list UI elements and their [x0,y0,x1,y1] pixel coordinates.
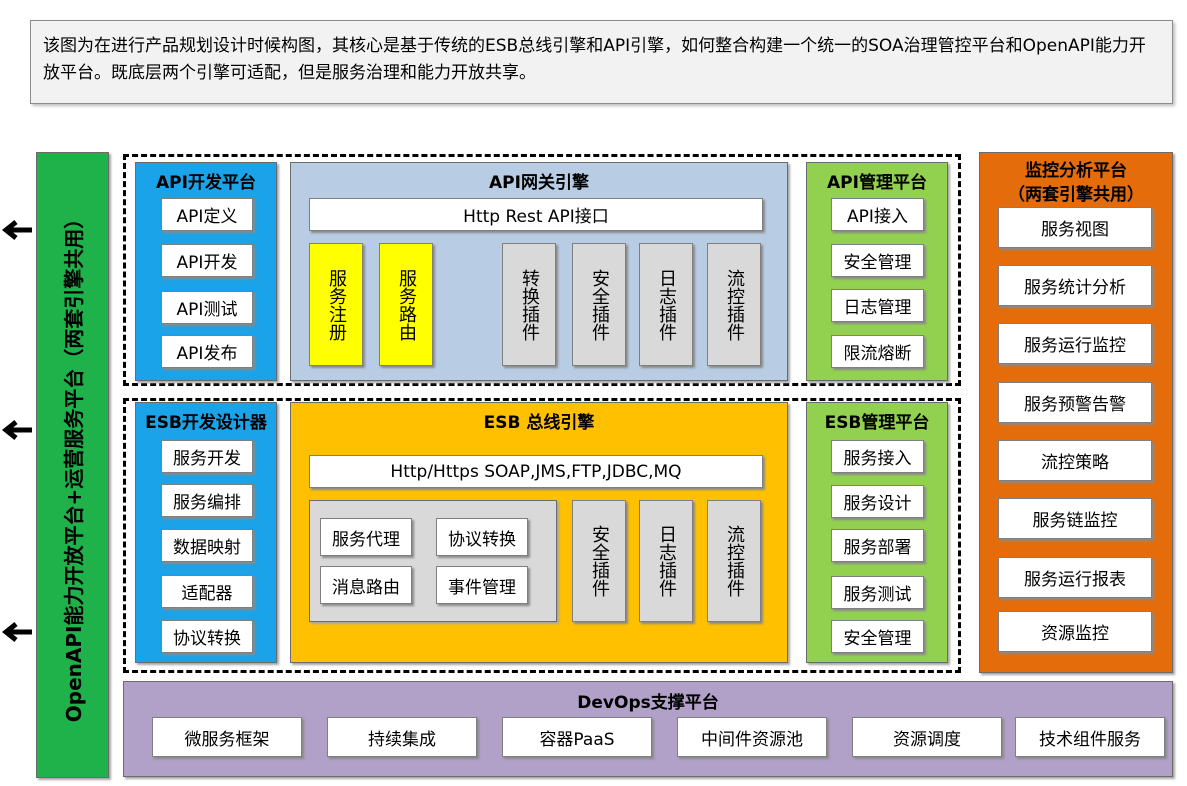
esb-bus-title: ESB 总线引擎 [483,413,595,433]
api-mgmt-item[interactable]: API接入 [831,198,924,231]
api-plugin-box[interactable]: 安全插件 [572,243,626,366]
esb-engine-group [123,398,961,673]
esb-designer-item[interactable]: 协议转换 [161,620,253,653]
api-dev-item[interactable]: API定义 [161,198,253,231]
esb-mgmt-item[interactable]: 服务测试 [831,576,924,609]
monitor-item[interactable]: 服务链监控 [998,498,1152,539]
monitor-item[interactable]: 服务运行报表 [998,557,1152,598]
monitor-item[interactable]: 资源监控 [998,611,1152,652]
api-mgmt-title: API管理平台 [827,173,927,193]
monitor-subtitle: （两套引擎共用） [1008,185,1144,205]
api-dev-title: API开发平台 [156,173,256,193]
esb-mgmt-item[interactable]: 服务部署 [831,529,924,562]
monitor-item[interactable]: 服务运行监控 [998,323,1152,364]
api-plugin-box[interactable]: 流控插件 [707,243,761,366]
monitor-item[interactable]: 服务视图 [998,207,1152,248]
monitor-item[interactable]: 服务预警告警 [998,382,1152,423]
api-plugin-box[interactable]: 转换插件 [502,243,556,366]
api-mgmt-platform: API管理平台 API接入 安全管理 日志管理 限流熔断 [806,162,948,381]
devops-item[interactable]: 技术组件服务 [1015,717,1165,757]
devops-item[interactable]: 容器PaaS [502,717,652,757]
devops-title: DevOps支撑平台 [577,693,719,713]
api-mgmt-item[interactable]: 日志管理 [831,289,924,322]
devops-item[interactable]: 微服务框架 [152,717,302,757]
api-gateway-interface[interactable]: Http Rest API接口 [309,198,763,231]
api-gateway-title: API网关引擎 [489,173,589,193]
esb-designer-item[interactable]: 服务编排 [161,484,253,517]
left-arrow-icon [2,622,32,642]
api-dev-item[interactable]: API发布 [161,335,253,368]
esb-bus-interface[interactable]: Http/Https SOAP,JMS,FTP,JDBC,MQ [309,455,763,488]
devops-item[interactable]: 持续集成 [327,717,477,757]
openapi-platform-label: OpenAPI能力开放平台+运营服务平台（两套引擎共用） [62,208,86,722]
openapi-platform-label-wrap: OpenAPI能力开放平台+运营服务平台（两套引擎共用） [36,152,109,778]
esb-bus-engine: ESB 总线引擎 Http/Https SOAP,JMS,FTP,JDBC,MQ… [290,402,788,663]
monitor-item[interactable]: 服务统计分析 [998,265,1152,306]
esb-plugin-box[interactable]: 流控插件 [707,500,761,622]
api-engine-group [123,154,961,386]
description-note: 该图为在进行产品规划设计时候构图，其核心是基于传统的ESB总线引擎和API引擎，… [30,20,1173,104]
service-register-box[interactable]: 服务注册 [309,243,363,366]
esb-designer-item[interactable]: 适配器 [161,575,253,608]
api-dev-item[interactable]: API开发 [161,244,253,277]
esb-designer-title: ESB开发设计器 [145,413,267,433]
esb-mgmt-item[interactable]: 服务设计 [831,485,924,518]
api-plugin-box[interactable]: 日志插件 [639,243,693,366]
api-gateway-engine: API网关引擎 Http Rest API接口 服务注册 服务路由 转换插件 安… [290,162,788,381]
esb-designer-item[interactable]: 数据映射 [161,529,253,562]
left-arrow-icon [2,420,32,440]
esb-designer-item[interactable]: 服务开发 [161,440,253,473]
esb-core-item[interactable]: 消息路由 [320,566,412,604]
api-mgmt-item[interactable]: 限流熔断 [831,335,924,368]
service-route-box[interactable]: 服务路由 [379,243,433,366]
monitor-title: 监控分析平台 [1025,161,1127,181]
left-arrow-icon [2,220,32,240]
esb-core-item[interactable]: 事件管理 [436,566,528,604]
esb-mgmt-item[interactable]: 服务接入 [831,440,924,473]
esb-core-group: 服务代理 协议转换 消息路由 事件管理 [309,500,557,622]
esb-plugin-box[interactable]: 日志插件 [639,500,693,622]
api-dev-platform: API开发平台 API定义 API开发 API测试 API发布 [135,162,277,381]
openapi-platform-sidebar [36,152,109,778]
esb-mgmt-title: ESB管理平台 [824,413,930,433]
devops-platform: DevOps支撑平台 微服务框架 持续集成 容器PaaS 中间件资源池 资源调度… [123,681,1173,777]
esb-mgmt-item[interactable]: 安全管理 [831,620,924,653]
devops-item[interactable]: 中间件资源池 [677,717,827,757]
devops-item[interactable]: 资源调度 [852,717,1002,757]
api-mgmt-item[interactable]: 安全管理 [831,244,924,277]
monitor-item[interactable]: 流控策略 [998,440,1152,481]
api-dev-item[interactable]: API测试 [161,291,253,324]
esb-mgmt-platform: ESB管理平台 服务接入 服务设计 服务部署 服务测试 安全管理 [806,402,948,663]
esb-core-item[interactable]: 服务代理 [320,518,412,556]
esb-plugin-box[interactable]: 安全插件 [572,500,626,622]
monitor-analysis-platform: 监控分析平台 （两套引擎共用） 服务视图 服务统计分析 服务运行监控 服务预警告… [979,152,1173,673]
esb-dev-designer: ESB开发设计器 服务开发 服务编排 数据映射 适配器 协议转换 [135,402,277,663]
esb-core-item[interactable]: 协议转换 [436,518,528,556]
